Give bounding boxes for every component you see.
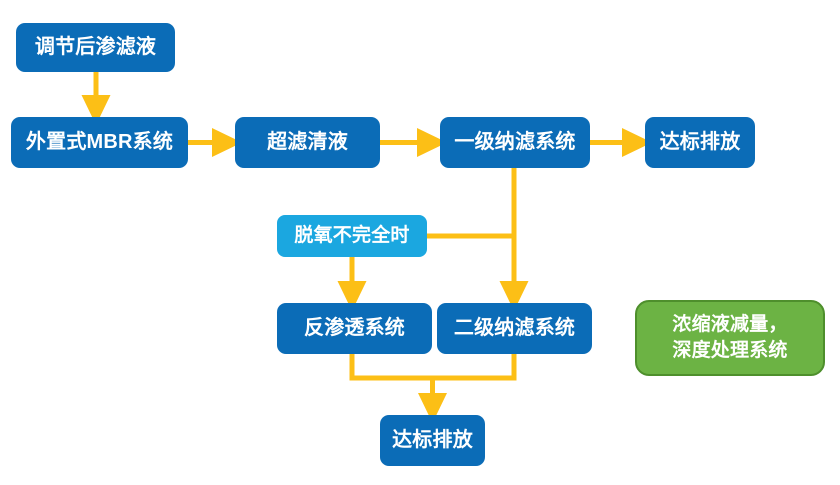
node-ultrafiltration-clear-liquid-label: 超滤清液 [267, 131, 348, 154]
edge-nf2-to-merge [431, 354, 517, 381]
node-incomplete-deoxygenation-condition-label: 脱氧不完全时 [294, 225, 410, 247]
node-mbr-system-label: 外置式MBR系统 [25, 131, 174, 154]
node-incomplete-deoxygenation-condition[interactable]: 脱氧不完全时 [277, 215, 427, 257]
concentrate-line-2: 深度处理系统 [672, 340, 788, 361]
node-compliant-discharge-bottom[interactable]: 达标排放 [380, 415, 485, 466]
node-nanofiltration-stage1-label: 一级纳滤系统 [454, 131, 576, 154]
node-reverse-osmosis-system[interactable]: 反渗透系统 [277, 303, 432, 354]
node-compliant-discharge-top[interactable]: 达标排放 [645, 117, 755, 168]
node-nanofiltration-stage1[interactable]: 一级纳滤系统 [440, 117, 590, 168]
node-ultrafiltration-clear-liquid[interactable]: 超滤清液 [235, 117, 380, 168]
node-concentrate-reduction-system-text: 浓缩液减量， 深度处理系统 [672, 312, 787, 364]
concentrate-line-1: 浓缩液减量， [672, 313, 788, 335]
edge-ro-to-merge [349, 354, 433, 381]
node-mbr-system[interactable]: 外置式MBR系统 [11, 117, 188, 168]
node-reverse-osmosis-system-label: 反渗透系统 [304, 317, 405, 340]
node-concentrate-reduction-system[interactable]: 浓缩液减量， 深度处理系统 [635, 300, 825, 376]
node-nanofiltration-stage2[interactable]: 二级纳滤系统 [437, 303, 592, 354]
node-compliant-discharge-bottom-label: 达标排放 [392, 429, 473, 452]
node-nanofiltration-stage2-label: 二级纳滤系统 [453, 317, 576, 340]
node-feed[interactable]: 调节后渗滤液 [16, 23, 175, 72]
node-feed-label: 调节后渗滤液 [34, 36, 157, 59]
node-compliant-discharge-top-label: 达标排放 [659, 131, 741, 154]
